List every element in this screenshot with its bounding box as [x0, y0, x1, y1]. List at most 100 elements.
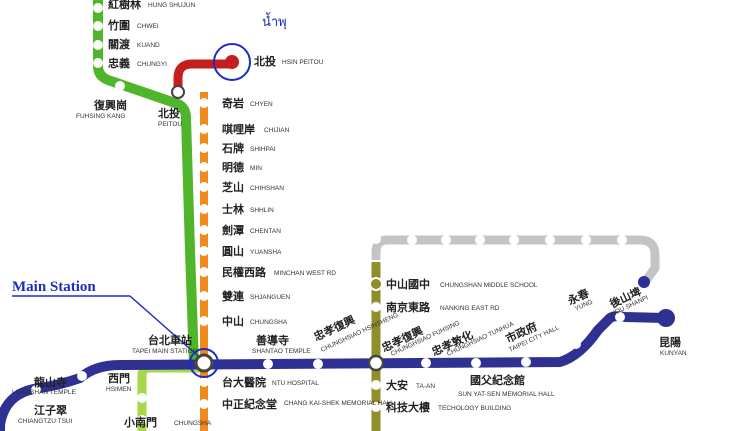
station-dot	[475, 235, 485, 245]
station-name-en: CHIJIAN	[264, 127, 290, 134]
station-name-en: CHUNGYI	[137, 61, 167, 68]
station-dot	[545, 235, 555, 245]
station-dot	[615, 312, 625, 322]
terminus-loop	[638, 276, 650, 288]
station-name-en: HSIN PEITOU	[282, 59, 324, 66]
station-name-en: MIN	[250, 165, 262, 172]
station-name-en: CHUNGSHA	[250, 319, 288, 326]
station-dot	[93, 3, 103, 13]
station-name-zh: 台大醫院	[222, 375, 266, 389]
station-name-zh: 台北車站	[148, 333, 192, 347]
station-dot	[199, 377, 209, 387]
station-dot	[371, 302, 381, 312]
station-dot	[93, 40, 103, 50]
station-name-en: CHUNGSHAN MIDDLE SCHOOL	[440, 282, 538, 289]
station-name-zh: 科技大樓	[386, 400, 430, 414]
station-dot	[441, 235, 451, 245]
station-name-en: CHYEN	[250, 101, 273, 108]
station-name-zh: 唭哩岸	[222, 122, 255, 136]
station-name-zh: 關渡	[108, 37, 131, 51]
station-name-zh: 士林	[222, 202, 244, 216]
station-dot	[371, 380, 381, 390]
station-dot	[137, 393, 147, 403]
station-name-zh: 西門	[108, 372, 130, 385]
station-name-zh: 昆陽	[659, 335, 681, 349]
station-name-zh: 中正紀念堂	[222, 397, 277, 411]
station-dot	[199, 267, 209, 277]
highlight-hsinpeitou	[213, 43, 251, 81]
station-name-zh: 國父紀念館	[470, 373, 525, 387]
station-name-zh: 竹圍	[107, 18, 130, 32]
highlight-main-station	[189, 348, 219, 378]
station-name-en: CHANG KAI-SHEK MEMORIAL HALL	[284, 400, 394, 407]
station-dot	[199, 98, 209, 108]
station-dot	[31, 385, 41, 395]
station-name-en: NTU HOSPITAL	[272, 380, 319, 387]
xinbeitou-branch	[173, 59, 230, 92]
transfer-main	[194, 353, 214, 373]
station-name-en: PEITOU	[158, 121, 182, 128]
transfer-top-loop	[369, 277, 383, 291]
transfer-beitou	[171, 85, 185, 99]
station-dot	[521, 357, 531, 367]
main-station-pointer	[129, 295, 199, 357]
station-name-en: TA-AN	[416, 383, 435, 390]
station-dot	[571, 339, 581, 349]
grey-line	[371, 235, 660, 285]
station-dot	[199, 143, 209, 153]
station-dot	[199, 182, 209, 192]
terminus-hsinpeitou	[225, 55, 239, 69]
station-name-en: TAPEI MAIN STATION	[132, 348, 198, 355]
station-name-en: SHIHPAI	[250, 146, 276, 153]
station-dot	[137, 415, 147, 425]
station-name-zh: 大安	[386, 378, 408, 392]
station-name-zh: 雙連	[222, 289, 245, 303]
station-name-zh: 龍山寺	[34, 375, 67, 389]
station-name-en: LUNGSHAN TEMPLE	[12, 389, 76, 396]
station-name-en: SHHLIN	[250, 207, 274, 214]
station-dot	[199, 316, 209, 326]
station-name-zh: 石牌	[221, 141, 244, 155]
station-name-zh: 善導寺	[256, 333, 289, 347]
station-dot	[471, 358, 481, 368]
station-name-zh: 中山	[222, 314, 244, 328]
station-dot	[313, 359, 323, 369]
station-dot	[199, 225, 209, 235]
station-dot	[199, 204, 209, 214]
station-name-en: CHENTAN	[250, 228, 281, 235]
station-dot	[115, 81, 125, 91]
hot-spring-note: น้ำพุ	[262, 12, 287, 30]
station-name-en: KUNYAN	[660, 350, 687, 357]
transfer-chunghsiao-fuhsing	[367, 354, 385, 372]
terminus-kunyang	[657, 309, 675, 327]
tamsui-line	[93, 0, 199, 366]
station-dot	[421, 358, 431, 368]
station-dot	[77, 371, 87, 381]
station-name-zh: 北投	[158, 106, 180, 120]
station-name-zh: 紅樹林	[108, 0, 141, 11]
station-name-zh: 南京東路	[386, 300, 431, 314]
station-name-en: FUHSING KANG	[76, 113, 125, 120]
station-name-en: SHJANGUEN	[250, 294, 290, 301]
station-dot	[199, 291, 209, 301]
station-dot	[509, 235, 519, 245]
station-dot	[581, 235, 591, 245]
station-dot	[617, 235, 627, 245]
station-name-en: CHWEI	[137, 23, 159, 30]
station-dot	[371, 402, 381, 412]
station-name-en: TECHOLOGY BUILDING	[438, 405, 511, 412]
main-station-note: Main Station	[12, 279, 96, 295]
station-dots	[31, 3, 627, 425]
station-dot	[407, 235, 417, 245]
station-name-en: SHANTAO TEMPLE	[252, 348, 311, 355]
station-name-zh: 民權西路	[222, 265, 267, 279]
station-name-zh: 奇岩	[222, 96, 244, 110]
station-name-zh: 劍潭	[221, 223, 244, 237]
station-name-zh: 小南門	[123, 415, 157, 429]
station-dot	[199, 162, 209, 172]
station-name-en: HSIMEN	[106, 386, 132, 393]
station-name-zh: 中山國中	[386, 277, 430, 291]
station-dot	[93, 21, 103, 31]
